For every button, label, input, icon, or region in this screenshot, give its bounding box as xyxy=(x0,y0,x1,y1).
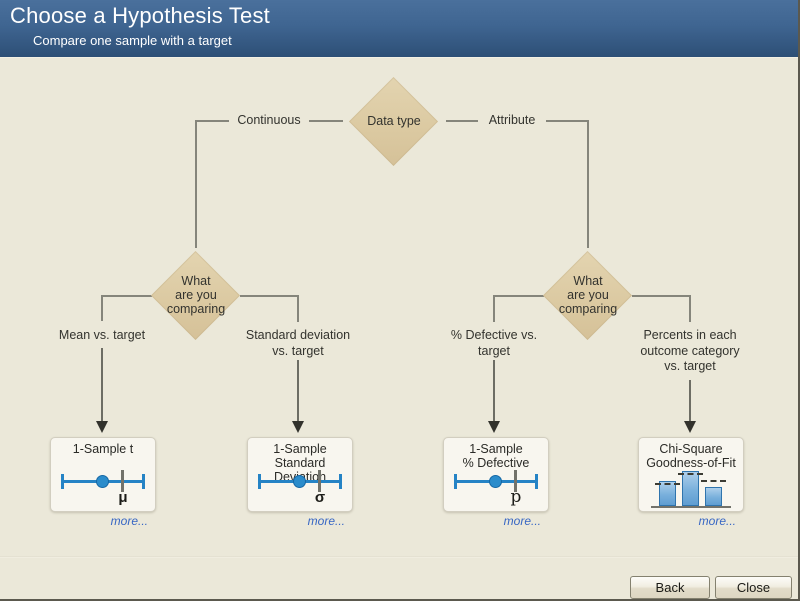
branch-line: vs. target xyxy=(664,359,716,373)
footer-separator xyxy=(0,556,798,558)
branch-label-mean-vs-target: Mean vs. target xyxy=(37,328,167,344)
expected-dash xyxy=(701,480,726,482)
card-1-sample-standard-deviation[interactable]: 1-Sample Standard Deviation σ xyxy=(247,437,353,512)
branch-line: outcome category xyxy=(640,343,740,358)
card-title-line: Chi-Square xyxy=(659,442,723,456)
data-type-label: Data type xyxy=(367,114,421,128)
card-title: 1-Sample t xyxy=(51,442,155,456)
decision-line: comparing xyxy=(558,302,618,316)
card-1-sample-pct-defective[interactable]: 1-Sample % Defective p xyxy=(443,437,549,512)
mu-symbol: μ xyxy=(118,489,128,506)
card-title-line: % Defective xyxy=(462,456,530,470)
more-link-chi-square-goodness-of-fit[interactable]: more... xyxy=(698,514,736,528)
interval-cap-right xyxy=(339,474,342,489)
card-title-line: 1-Sample xyxy=(273,442,327,456)
branch-line: vs. target xyxy=(272,343,324,358)
card-1-sample-t[interactable]: 1-Sample t μ xyxy=(50,437,156,512)
decision-line: comparing xyxy=(166,302,226,316)
expected-dash xyxy=(678,473,703,475)
interval-cap-right xyxy=(535,474,538,489)
bar xyxy=(705,487,722,506)
sigma-symbol: σ xyxy=(314,489,326,506)
p-symbol: p xyxy=(510,487,522,507)
card-title: Chi-Square Goodness-of-Fit xyxy=(639,442,743,470)
card-chi-square-goodness-of-fit[interactable]: Chi-Square Goodness-of-Fit xyxy=(638,437,744,512)
target-tick xyxy=(318,470,321,492)
decision-line: What xyxy=(181,274,211,288)
sample-point xyxy=(96,475,109,488)
interval-plot-icon: p xyxy=(454,467,538,509)
dialog-header: Choose a Hypothesis Test Compare one sam… xyxy=(0,0,798,58)
bar-chart-icon xyxy=(651,470,731,508)
target-tick xyxy=(514,470,517,492)
sample-point xyxy=(293,475,306,488)
branch-line: % Defective vs. xyxy=(450,328,538,342)
card-title: 1-Sample % Defective xyxy=(444,442,548,470)
expected-dash xyxy=(655,483,680,485)
branch-line: Percents in each xyxy=(643,328,737,342)
card-title-line: 1-Sample t xyxy=(72,442,134,456)
interval-plot-icon: μ xyxy=(61,467,145,509)
more-link-1-sample-standard-deviation[interactable]: more... xyxy=(307,514,345,528)
page-subtitle: Compare one sample with a target xyxy=(33,33,232,48)
target-tick xyxy=(121,470,124,492)
comparing-label-left: What are you comparing xyxy=(146,274,246,316)
arrowheads xyxy=(96,421,696,433)
decision-line: are you xyxy=(175,288,217,302)
page-title: Choose a Hypothesis Test xyxy=(10,3,270,28)
interval-cap-left xyxy=(454,474,457,489)
baseline xyxy=(651,506,731,508)
branch-label-stdev-vs-target: Standard deviation vs. target xyxy=(233,328,363,359)
branch-label-attribute: Attribute xyxy=(488,113,536,127)
comparing-label-right: What are you comparing xyxy=(538,274,638,316)
more-link-1-sample-t[interactable]: more... xyxy=(110,514,148,528)
branch-label-continuous: Continuous xyxy=(237,113,301,127)
decision-line: What xyxy=(573,274,603,288)
interval-cap-right xyxy=(142,474,145,489)
more-link-1-sample-pct-defective[interactable]: more... xyxy=(503,514,541,528)
branch-label-percents-each-category: Percents in each outcome category vs. ta… xyxy=(625,328,755,375)
card-title-line: Goodness-of-Fit xyxy=(646,456,736,470)
branch-line: target xyxy=(478,343,510,358)
sample-point xyxy=(489,475,502,488)
bar xyxy=(682,471,699,506)
back-button[interactable]: Back xyxy=(630,576,710,599)
branch-line: Mean vs. target xyxy=(58,328,146,342)
interval-cap-left xyxy=(61,474,64,489)
close-button[interactable]: Close xyxy=(715,576,792,599)
interval-cap-left xyxy=(258,474,261,489)
branch-line: Standard deviation xyxy=(245,328,351,342)
decision-line: are you xyxy=(567,288,609,302)
interval-plot-icon: σ xyxy=(258,467,342,509)
branch-label-pct-defective-vs-target: % Defective vs. target xyxy=(429,328,559,359)
bar xyxy=(659,481,676,506)
card-title-line: 1-Sample xyxy=(469,442,523,456)
